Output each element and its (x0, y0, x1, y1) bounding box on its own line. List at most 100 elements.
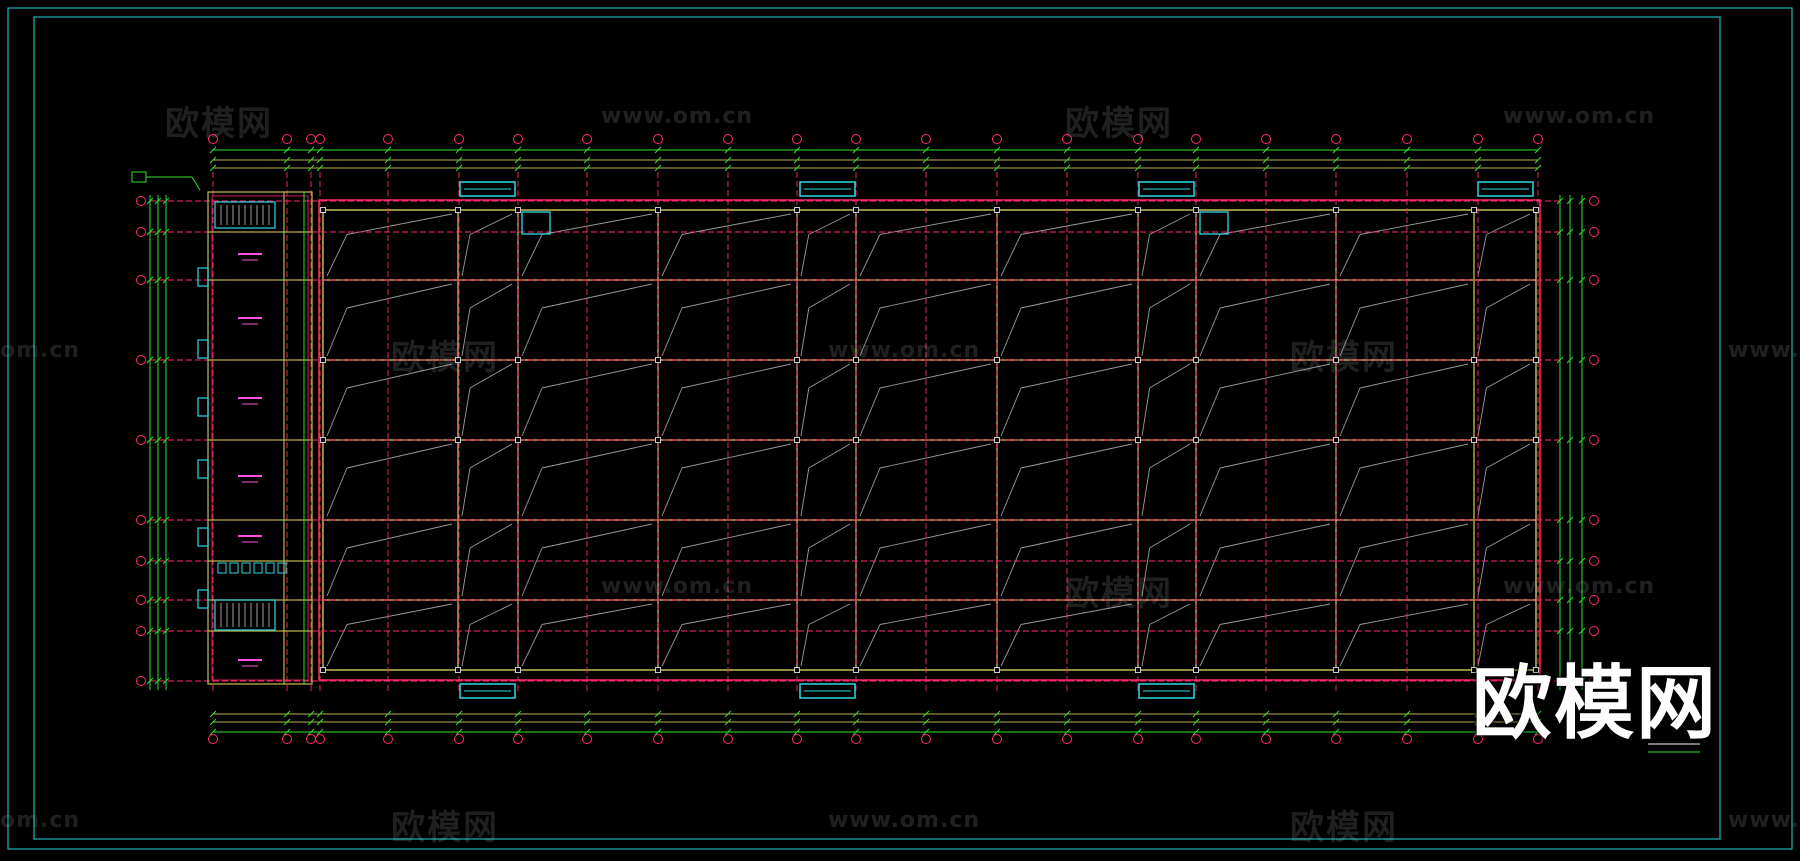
dimension-tick (1262, 146, 1270, 154)
slope-hatch (879, 603, 992, 625)
dimension-tick (514, 728, 522, 736)
axis-bubble-left (136, 595, 146, 605)
slope-hatch (521, 467, 543, 517)
axis-bubble-right (1589, 595, 1599, 605)
dimension-tick (1332, 156, 1340, 164)
slope-hatch (1149, 283, 1191, 309)
dimension-tick (316, 164, 324, 172)
dimension-tick (1556, 516, 1564, 524)
axis-bubble-left (136, 196, 146, 206)
slope-hatch (800, 467, 810, 517)
slope-hatch (1359, 443, 1469, 469)
slope-hatch (808, 213, 851, 235)
slope-hatch (1020, 213, 1133, 235)
slope-hatch (661, 387, 683, 437)
slope-hatch (469, 603, 513, 625)
dimension-tick (154, 197, 162, 205)
dimension-tick (162, 627, 170, 635)
dimension-tick (1566, 516, 1574, 524)
dimension-tick (993, 146, 1001, 154)
dimension-tick (1578, 596, 1586, 604)
slope-hatch (800, 547, 810, 597)
dimension-tick (793, 164, 801, 172)
slope-hatch (541, 213, 653, 235)
slope-hatch (1000, 307, 1022, 357)
slope-hatch (808, 443, 851, 469)
dimension-tick (1474, 164, 1482, 172)
dimension-tick (1534, 728, 1542, 736)
slope-hatch (346, 603, 453, 625)
axis-bubble-top (723, 134, 733, 144)
dimension-tick (1262, 728, 1270, 736)
axis-bubble-top (992, 134, 1002, 144)
axis-bubble-top (315, 134, 325, 144)
dimension-tick (209, 164, 217, 172)
door (197, 339, 209, 359)
door (197, 589, 209, 609)
dimension-tick (852, 710, 860, 718)
slope-hatch (661, 234, 683, 277)
dimension-tick (654, 718, 662, 726)
dimension-tick (154, 276, 162, 284)
column (1533, 207, 1539, 213)
dimension-tick (583, 718, 591, 726)
dimension-tick (1134, 156, 1142, 164)
column (853, 437, 859, 443)
dimension-tick (1063, 718, 1071, 726)
axis-bubble-bottom (1473, 734, 1483, 744)
slope-hatch (879, 443, 992, 469)
dimension-tick (146, 516, 154, 524)
dimension-tick (514, 156, 522, 164)
opening-top (459, 181, 516, 197)
slope-hatch (1219, 443, 1331, 469)
slope-hatch (800, 307, 810, 357)
column (1135, 437, 1141, 443)
door (197, 459, 209, 479)
slope-hatch (1486, 283, 1531, 309)
axis-bubble-bottom (306, 734, 316, 744)
callout-leader (191, 176, 201, 191)
axis-bubble-right (1589, 275, 1599, 285)
dimension-tick (1063, 164, 1071, 172)
slope-hatch (326, 547, 348, 597)
slope-hatch (1141, 234, 1151, 277)
dimension-tick (162, 516, 170, 524)
column (655, 437, 661, 443)
axis-bubble-bottom (992, 734, 1002, 744)
dimension-tick (209, 710, 217, 718)
axis-bubble-bottom (315, 734, 325, 744)
slope-hatch (541, 283, 653, 309)
slope-hatch (1219, 523, 1331, 549)
door (197, 267, 209, 287)
dimension-tick (209, 146, 217, 154)
slope-hatch (859, 387, 881, 437)
axis-bubble-top (1133, 134, 1143, 144)
dimension-tick (852, 718, 860, 726)
axis-bubble-left (136, 435, 146, 445)
toilet-fixture (217, 562, 227, 574)
dimension-tick (1566, 436, 1574, 444)
column (655, 207, 661, 213)
slope-hatch (1199, 387, 1221, 437)
slope-hatch (326, 387, 348, 437)
slope-hatch (346, 283, 453, 309)
slope-hatch (800, 387, 810, 437)
slope-hatch (1359, 523, 1469, 549)
slope-hatch (1339, 467, 1361, 517)
slope-hatch (859, 624, 881, 667)
axis-bubble-top (282, 134, 292, 144)
dimension-tick (162, 596, 170, 604)
drawing-inner-frame (33, 16, 1721, 840)
slope-hatch (1486, 523, 1531, 549)
column (1333, 667, 1339, 673)
slope-hatch (879, 523, 992, 549)
column (853, 357, 859, 363)
dimension-tick (852, 164, 860, 172)
dimension-tick (724, 710, 732, 718)
slope-hatch (461, 387, 471, 437)
axis-bubble-right (1589, 227, 1599, 237)
dimension-tick (384, 710, 392, 718)
slope-hatch (1149, 363, 1191, 389)
slope-hatch (681, 363, 792, 389)
axis-bubble-right (1589, 515, 1599, 525)
